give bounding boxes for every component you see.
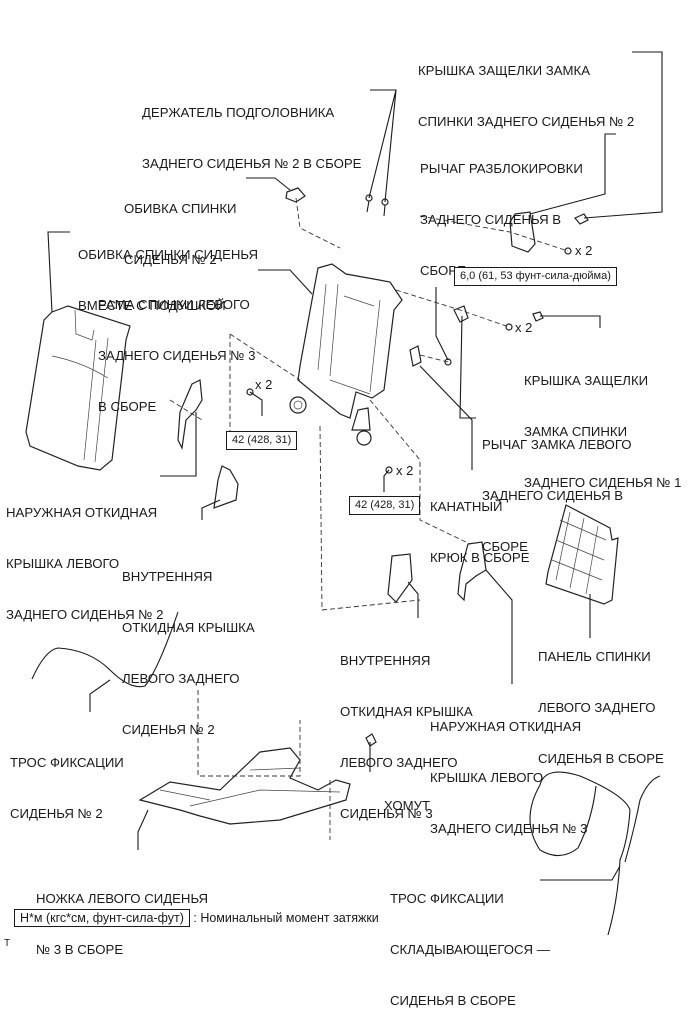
latch-cover-1-part bbox=[532, 311, 544, 322]
latch-cover-2-part bbox=[574, 213, 589, 225]
outer-cover-3-part bbox=[457, 541, 487, 602]
inner-cover-3-part bbox=[387, 553, 413, 603]
qty-lock-lever-screw: x 2 bbox=[515, 320, 533, 335]
label-latch-cover-2: КРЫШКА ЗАЩЕЛКИ ЗАМКА СПИНКИ ЗАДНЕГО СИДЕ… bbox=[418, 63, 635, 129]
label-back-trim-with-pad: ОБИВКА СПИНКИ СИДЕНЬЯ ВМЕСТЕ С ПОДУШКОЙ bbox=[78, 247, 258, 313]
torque-spec-frame-bolt-lower: 42 (428, 31) bbox=[349, 496, 421, 515]
qty-release-lever-screw: x 2 bbox=[575, 243, 593, 258]
footer-mark: T bbox=[4, 938, 11, 949]
label-back-panel: ПАНЕЛЬ СПИНКИ ЛЕВОГО ЗАДНЕГО СИДЕНЬЯ В С… bbox=[538, 649, 664, 766]
torque-spec-frame-bolt-upper: 42 (428, 31) bbox=[226, 431, 298, 450]
exploded-view-drawing bbox=[25, 51, 663, 936]
torque-spec-release-lever-screw: 6,0 (61, 53 фунт-сила-дюйма) bbox=[454, 267, 617, 286]
fold-cable-part bbox=[529, 771, 661, 936]
lock-cable-2-part bbox=[31, 611, 179, 688]
back-panel-drawing bbox=[545, 504, 619, 605]
back-trim-2-part bbox=[285, 187, 306, 203]
qty-frame-bolt-upper: x 2 bbox=[255, 377, 273, 392]
cable-hook-part bbox=[409, 345, 422, 367]
label-latch-cover-1: КРЫШКА ЗАЩЕЛКИ ЗАМКА СПИНКИ ЗАДНЕГО СИДЕ… bbox=[524, 373, 682, 490]
label-lock-cable-2: ТРОС ФИКСАЦИИ СИДЕНЬЯ № 2 bbox=[10, 755, 124, 821]
label-back-frame: РАМА СПИНКИ ЛЕВОГО ЗАДНЕГО СИДЕНЬЯ № 3 В… bbox=[98, 297, 256, 414]
leader-lines bbox=[47, 51, 663, 881]
label-outer-cover-2: НАРУЖНАЯ ОТКИДНАЯ КРЫШКА ЛЕВОГО ЗАДНЕГО … bbox=[6, 505, 164, 622]
seat-back-cushion-drawing bbox=[25, 305, 131, 471]
label-clamp: ХОМУТ bbox=[384, 798, 431, 813]
label-inner-cover-3: ВНУТРЕННЯЯ ОТКИДНАЯ КРЫШКА ЛЕВОГО ЗАДНЕГ… bbox=[340, 653, 473, 821]
label-back-trim-2: ОБИВКА СПИНКИ СИДЕНЬЯ № 2 bbox=[124, 201, 237, 267]
lock-lever-part bbox=[453, 305, 469, 323]
seat-leg-drawing bbox=[138, 747, 351, 825]
seat-back-frame-drawing bbox=[289, 263, 403, 446]
qty-frame-bolt-lower: x 2 bbox=[396, 463, 414, 478]
torque-unit-box: Н*м (кгс*см, фунт-сила-фут) bbox=[14, 909, 190, 927]
release-lever-part bbox=[509, 211, 536, 253]
clamp-part bbox=[365, 733, 377, 747]
label-lock-lever: РЫЧАГ ЗАМКА ЛЕВОГО ЗАДНЕГО СИДЕНЬЯ В СБО… bbox=[482, 437, 632, 554]
label-fold-cable: ТРОС ФИКСАЦИИ СКЛАДЫВАЮЩЕГОСЯ — СИДЕНЬЯ … bbox=[390, 891, 550, 1008]
torque-legend-description: : Номинальный момент затяжки bbox=[193, 911, 379, 925]
label-cable-hook: КАНАТНЫЙ КРЮК В СБОРЕ bbox=[430, 499, 530, 565]
torque-legend: Н*м (кгс*см, фунт-сила-фут) : Номинальны… bbox=[14, 909, 379, 927]
assembly-guides bbox=[169, 197, 569, 840]
label-headrest-holder: ДЕРЖАТЕЛЬ ПОДГОЛОВНИКА ЗАДНЕГО СИДЕНЬЯ №… bbox=[142, 105, 362, 171]
inner-cover-2-part bbox=[213, 465, 239, 509]
label-inner-cover-2: ВНУТРЕННЯЯ ОТКИДНАЯ КРЫШКА ЛЕВОГО ЗАДНЕГ… bbox=[122, 569, 255, 737]
outer-cover-2-part bbox=[177, 379, 203, 450]
label-outer-cover-3: НАРУЖНАЯ ОТКИДНАЯ КРЫШКА ЛЕВОГО ЗАДНЕГО … bbox=[430, 719, 588, 836]
